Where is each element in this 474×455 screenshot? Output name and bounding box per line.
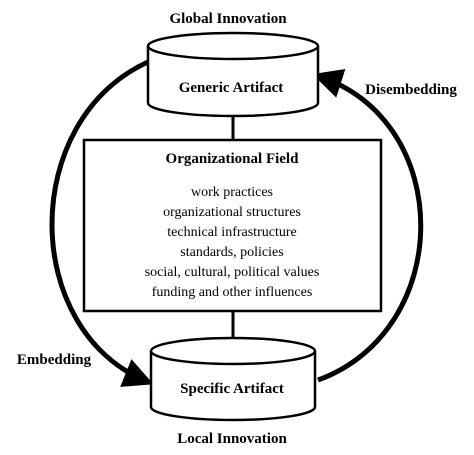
top-label: Global Innovation bbox=[169, 11, 287, 27]
field-title: Organizational Field bbox=[166, 151, 300, 167]
field-item-list: work practices organizational structures… bbox=[145, 185, 320, 300]
generic-artifact-cylinder bbox=[146, 31, 320, 118]
organizational-field-box bbox=[82, 138, 383, 313]
disembedding-label: Disembedding bbox=[365, 82, 457, 98]
field-item: standards, policies bbox=[180, 245, 283, 260]
embedding-arc bbox=[49, 59, 154, 387]
field-item: social, cultural, political values bbox=[145, 265, 320, 280]
field-item: funding and other influences bbox=[152, 285, 313, 300]
disembedding-arc bbox=[312, 69, 424, 383]
field-item: technical infrastructure bbox=[167, 225, 296, 240]
specific-artifact-label: Specific Artifact bbox=[180, 381, 284, 397]
bottom-label: Local Innovation bbox=[177, 431, 287, 447]
specific-artifact-cylinder bbox=[149, 336, 317, 422]
embedding-label: Embedding bbox=[17, 352, 92, 368]
field-item: organizational structures bbox=[163, 205, 301, 220]
field-item: work practices bbox=[191, 185, 273, 200]
generic-artifact-label: Generic Artifact bbox=[179, 80, 284, 96]
